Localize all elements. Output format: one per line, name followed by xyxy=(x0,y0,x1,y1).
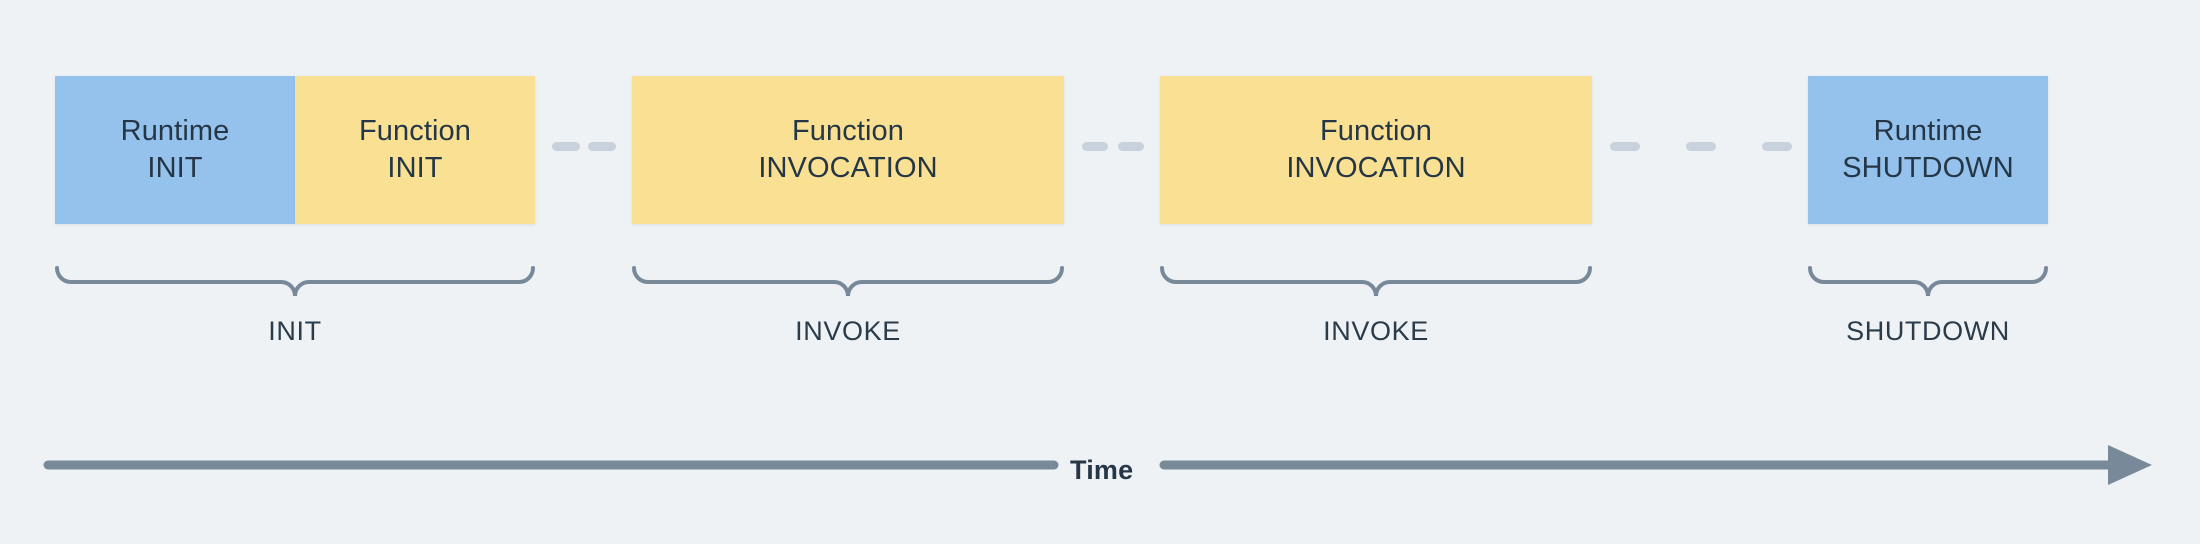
dashed-connector-3 xyxy=(1610,142,1792,151)
brace-invoke-1: INVOKE xyxy=(632,264,1064,347)
phase-box-line1: Function xyxy=(1319,114,1433,147)
phase-box-line1: Runtime xyxy=(120,114,230,147)
dash-segment xyxy=(552,142,580,151)
brace-glyph xyxy=(632,266,1064,297)
time-axis-label: Time xyxy=(1070,455,1134,485)
dash-segment xyxy=(1610,142,1640,151)
time-axis-arrowhead xyxy=(2108,445,2152,485)
brace-shutdown: SHUTDOWN xyxy=(1808,264,2048,347)
dashed-connector-1 xyxy=(552,142,616,151)
dash-segment xyxy=(1762,142,1792,151)
brace-glyph xyxy=(1160,266,1592,297)
time-axis xyxy=(0,440,2200,500)
brace-invoke-2: INVOKE xyxy=(1160,264,1592,347)
brace-init: INIT xyxy=(55,264,535,347)
dash-segment xyxy=(1686,142,1716,151)
dash-segment xyxy=(1118,142,1144,151)
brace-glyph xyxy=(1808,266,2048,297)
brace-glyph xyxy=(55,266,535,297)
dash-segment xyxy=(588,142,616,151)
phase-box-line2: INVOCATION xyxy=(1286,152,1466,184)
phase-box-line2: INIT xyxy=(387,152,443,184)
brace-label-init: INIT xyxy=(268,316,322,346)
phase-box-line1: Function xyxy=(358,114,472,147)
brace-label-shutdown: SHUTDOWN xyxy=(1846,316,2010,346)
phase-box-line1: Function xyxy=(791,114,905,147)
brace-label-invoke: INVOKE xyxy=(795,316,901,346)
phase-box-line2: INIT xyxy=(147,152,203,184)
phase-box-line2: SHUTDOWN xyxy=(1842,152,2014,184)
brace-label-invoke: INVOKE xyxy=(1323,316,1429,346)
dashed-connector-2 xyxy=(1082,142,1144,151)
dash-segment xyxy=(1082,142,1108,151)
time-axis-arrow xyxy=(43,445,2152,485)
phase-box-line1: Runtime xyxy=(1873,114,1983,147)
phase-box-line2: INVOCATION xyxy=(758,152,938,184)
